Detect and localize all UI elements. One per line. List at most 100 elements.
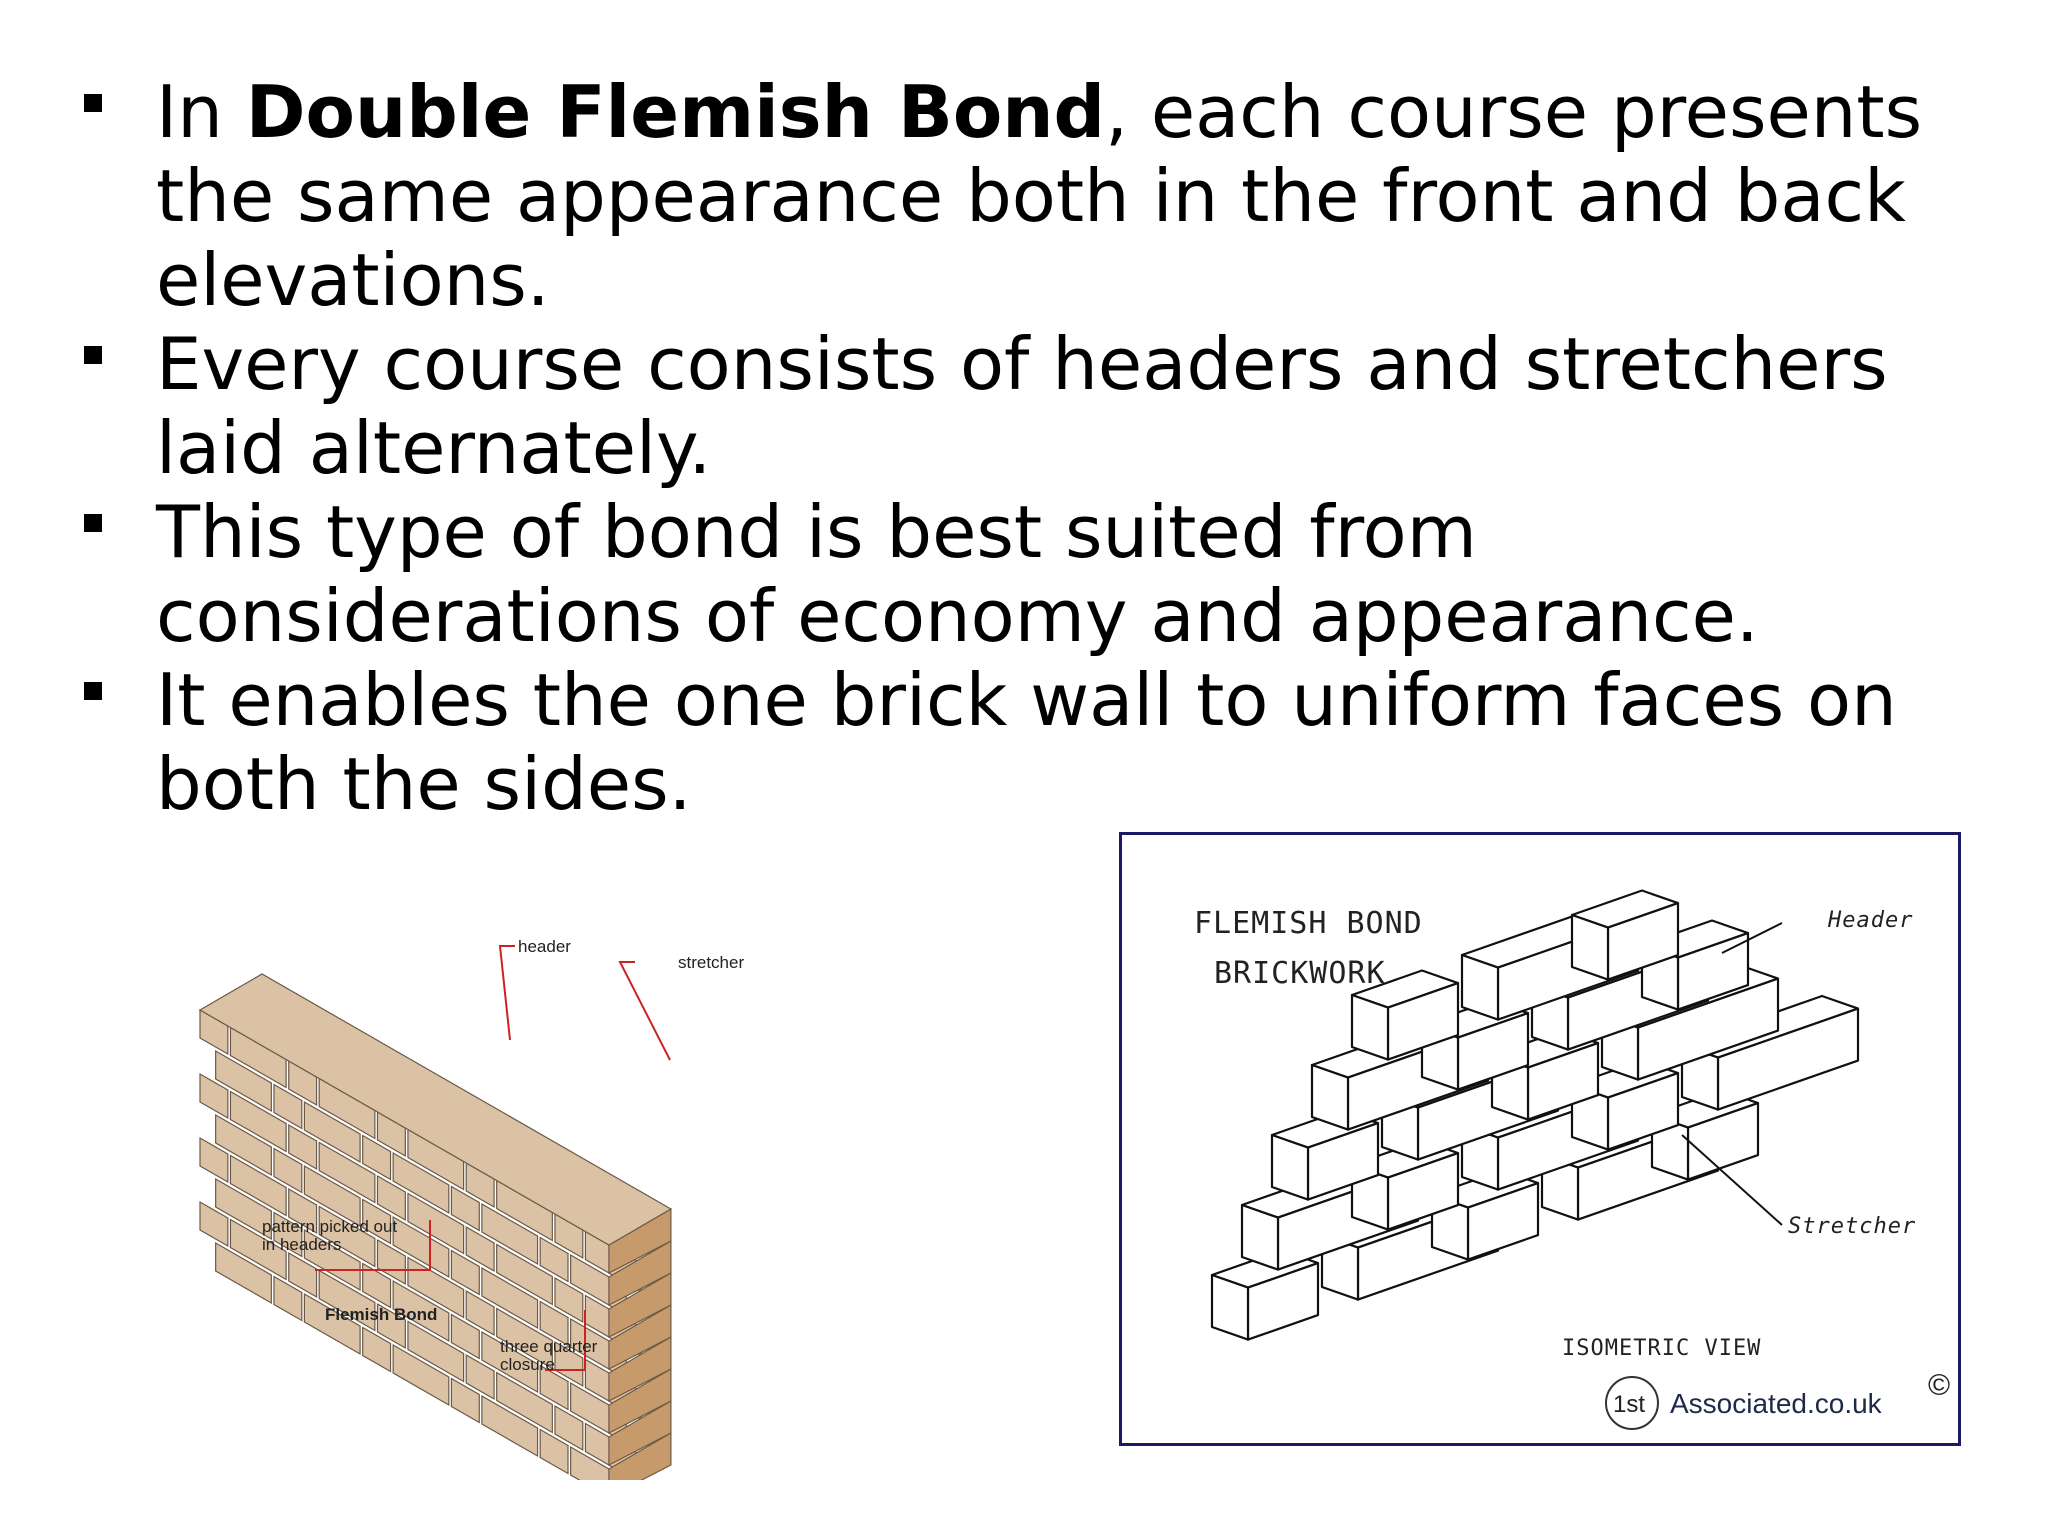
brick-face xyxy=(273,1211,303,1258)
brick-face xyxy=(392,1279,450,1343)
logo-mark: 1st xyxy=(1613,1391,1645,1418)
brick-face xyxy=(407,1256,465,1319)
annotation-leaders xyxy=(315,945,671,1371)
brick-face xyxy=(496,1307,553,1370)
brick-face xyxy=(318,1205,376,1268)
isometric-bricks xyxy=(1210,889,1860,1341)
logo-text: Associated.co.uk xyxy=(1670,1388,1883,1419)
bullet-square-icon xyxy=(84,514,102,532)
bullet-square-icon xyxy=(84,94,102,112)
brick-face xyxy=(481,1330,539,1394)
iso-header-brick xyxy=(1570,913,1610,981)
brick-face xyxy=(481,1394,539,1458)
brick-face xyxy=(288,1123,318,1171)
brick-face xyxy=(288,1187,318,1235)
wall-top xyxy=(198,973,673,1246)
brick-face xyxy=(392,1343,450,1407)
brick-face xyxy=(465,1353,495,1401)
bullet-text: In xyxy=(156,70,246,154)
label-pattern-line1: pattern picked out xyxy=(262,1217,397,1236)
isometric-leaders xyxy=(1681,922,1783,1226)
label-isometric-view: ISOMETRIC VIEW xyxy=(1562,1336,1761,1361)
brick-face xyxy=(450,1313,480,1360)
brick-face xyxy=(465,1225,495,1273)
isometric-drawing: FLEMISH BOND BRICKWORK Header Stretcher … xyxy=(1194,889,1950,1430)
bullet-bold-text: Double Flemish Bond xyxy=(245,70,1106,154)
brick-face xyxy=(288,1251,318,1299)
brick-face xyxy=(539,1236,569,1283)
brick-face xyxy=(362,1134,392,1181)
label-header-iso: Header xyxy=(1827,908,1913,933)
brick-face xyxy=(303,1292,361,1356)
isometric-view-figure: FLEMISH BOND BRICKWORK Header Stretcher … xyxy=(1119,832,1961,1446)
copyright-icon: © xyxy=(1928,1369,1950,1402)
brick-face xyxy=(199,1200,229,1248)
bullet-item-3: This type of bond is best suited from co… xyxy=(78,490,1978,658)
brick-face xyxy=(481,1266,539,1330)
brick-face xyxy=(303,1228,361,1292)
brick-face xyxy=(273,1275,303,1322)
label-header: header xyxy=(518,937,571,956)
bullet-item-1: In Double Flemish Bond, each course pres… xyxy=(78,70,1978,322)
brick-face xyxy=(450,1249,480,1296)
brick-face xyxy=(481,1202,539,1266)
brick-face xyxy=(496,1243,553,1306)
brick-face xyxy=(273,1147,303,1194)
brick-face xyxy=(392,1151,450,1215)
brick-face xyxy=(199,1072,229,1120)
brick-face xyxy=(303,1164,361,1228)
bullet-square-icon xyxy=(84,346,102,364)
bullet-square-icon xyxy=(84,682,102,700)
brick-face xyxy=(229,1154,287,1217)
brick-face xyxy=(376,1174,406,1222)
iso-stretcher-brick xyxy=(1460,953,1500,1021)
brick-face xyxy=(554,1340,584,1388)
label-stretcher-iso: Stretcher xyxy=(1788,1214,1916,1239)
brick-face xyxy=(407,1320,465,1383)
title-flemish-bond: FLEMISH BOND xyxy=(1194,906,1423,941)
caption-flemish-bond: Flemish Bond xyxy=(325,1305,437,1324)
brick-face xyxy=(362,1326,392,1373)
label-closure-line1: three quarter xyxy=(500,1337,598,1356)
brick-face xyxy=(376,1238,406,1286)
label-pattern-line2: in headers xyxy=(262,1235,341,1254)
associated-logo: 1st Associated.co.uk © xyxy=(1605,1369,1950,1430)
title-brickwork: BRICKWORK xyxy=(1214,956,1386,991)
brick-face xyxy=(539,1364,569,1411)
brick-face xyxy=(465,1289,495,1337)
bullet-text: This type of bond is best suited from co… xyxy=(156,490,1759,658)
bullet-text: It enables the one brick wall to uniform… xyxy=(156,658,1897,826)
bullet-text: Every course consists of headers and str… xyxy=(156,322,1888,490)
brick-face xyxy=(215,1113,272,1177)
brick-face xyxy=(407,1192,465,1255)
brick-face xyxy=(554,1404,584,1452)
iso-header-brick xyxy=(1270,1133,1310,1201)
brick-face xyxy=(215,1049,272,1113)
iso-stretcher-brick xyxy=(1240,1203,1280,1271)
bullet-item-4: It enables the one brick wall to uniform… xyxy=(78,658,1978,826)
label-closure-line2: closure xyxy=(500,1355,555,1374)
brick-face xyxy=(554,1276,584,1324)
brick-face xyxy=(450,1377,480,1424)
brick-face xyxy=(376,1302,406,1350)
brick-face xyxy=(362,1262,392,1309)
bullet-text: , each course presents the same appearan… xyxy=(156,70,1923,322)
bullet-item-2: Every course consists of headers and str… xyxy=(78,322,1978,490)
brick-face xyxy=(229,1218,287,1281)
brick-face xyxy=(539,1428,569,1475)
brick-face xyxy=(539,1300,569,1347)
brick-wall-drawing: header stretcher pattern picked out in h… xyxy=(198,937,744,1509)
iso-stretcher-brick xyxy=(1310,1063,1350,1131)
brick-face xyxy=(362,1198,392,1245)
iso-header-brick xyxy=(1350,993,1390,1061)
iso-header-brick xyxy=(1210,1273,1250,1341)
brick-face xyxy=(496,1371,553,1434)
brick-face xyxy=(450,1185,480,1232)
brick-face xyxy=(215,1241,272,1305)
brick-face xyxy=(229,1090,287,1153)
brick-face xyxy=(303,1100,361,1164)
brick-face xyxy=(199,1136,229,1184)
bullet-list: In Double Flemish Bond, each course pres… xyxy=(78,70,1978,826)
flemish-bond-illustration: header stretcher pattern picked out in h… xyxy=(170,880,860,1509)
brick-face xyxy=(273,1083,303,1130)
